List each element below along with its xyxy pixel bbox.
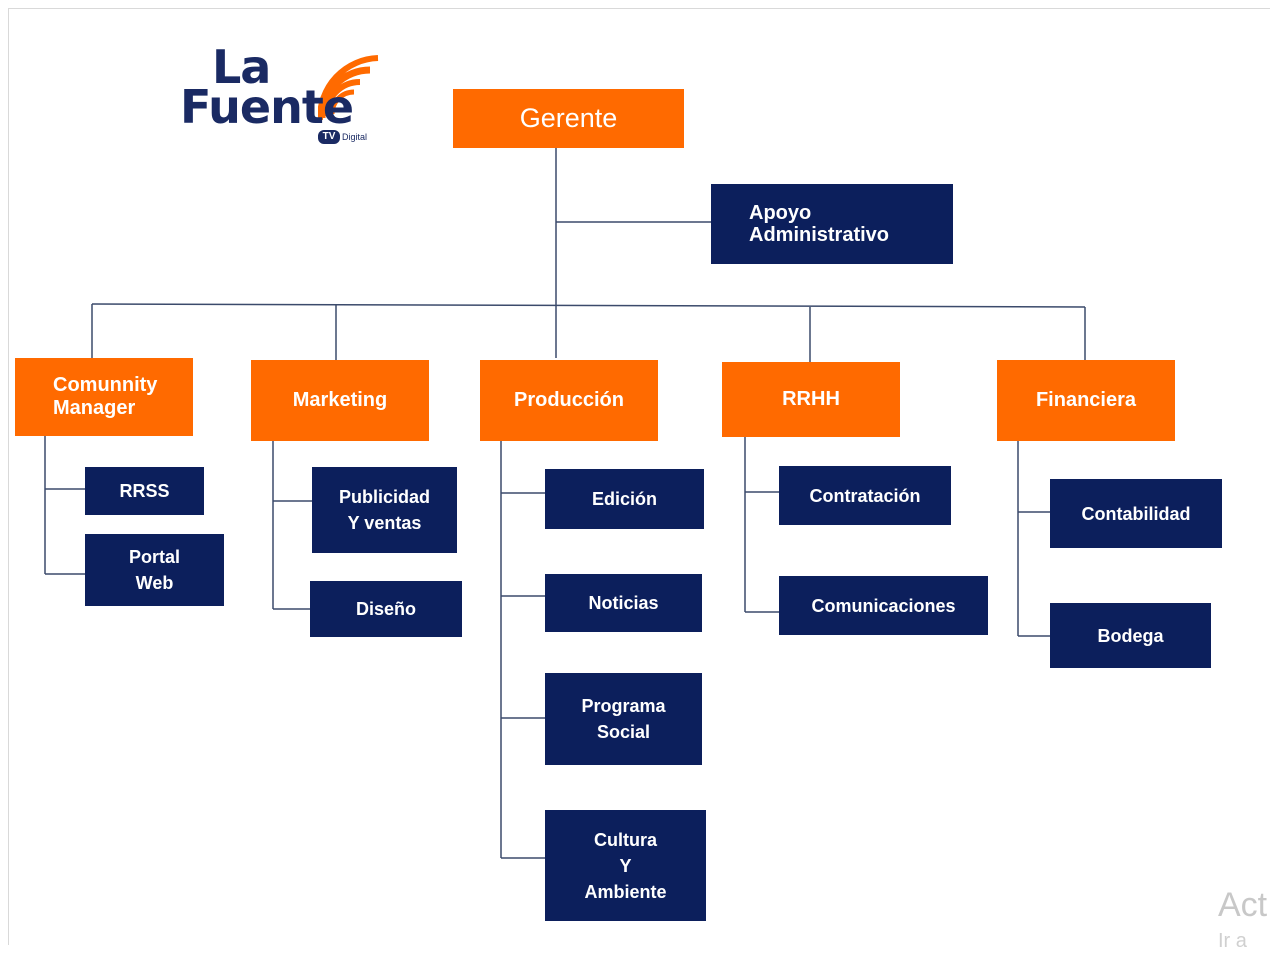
node-edicion: Edición (545, 469, 704, 529)
node-noticias: Noticias (545, 574, 702, 632)
node-comunicaciones: Comunicaciones (779, 576, 988, 635)
node-department-rrhh: RRHH (722, 362, 900, 437)
node-bodega: Bodega (1050, 603, 1211, 668)
node-gerente: Gerente (453, 89, 684, 148)
frame-border-left (8, 8, 9, 945)
node-diseno: Diseño (310, 581, 462, 637)
node-department-marketing: Marketing (251, 360, 429, 441)
logo-text-fuente: Fuente (180, 80, 354, 134)
node-department-financiera: Financiera (997, 360, 1175, 441)
node-apoyo-administrativo: Apoyo Administrativo (711, 184, 953, 264)
activation-watermark-sub: Ir a (1218, 930, 1247, 952)
signal-icon (318, 55, 379, 121)
frame-border-top (8, 8, 1270, 9)
node-contratacion: Contratación (779, 466, 951, 525)
logo-digital-text: Digital (342, 132, 368, 142)
logo-text-la: La (212, 40, 271, 94)
node-department-produccion: Producción (480, 360, 658, 441)
logo-tv-badge: TV (318, 130, 340, 144)
node-publicidad-y-ventas: Publicidad Y ventas (312, 467, 457, 553)
node-portal-web: Portal Web (85, 534, 224, 606)
node-programa-social: Programa Social (545, 673, 702, 765)
node-contabilidad: Contabilidad (1050, 479, 1222, 548)
activation-watermark: Act (1218, 886, 1268, 924)
node-rrss: RRSS (85, 467, 204, 515)
node-department-community-manager: Comunnity Manager (15, 358, 193, 436)
node-cultura-y-ambiente: Cultura Y Ambiente (545, 810, 706, 921)
